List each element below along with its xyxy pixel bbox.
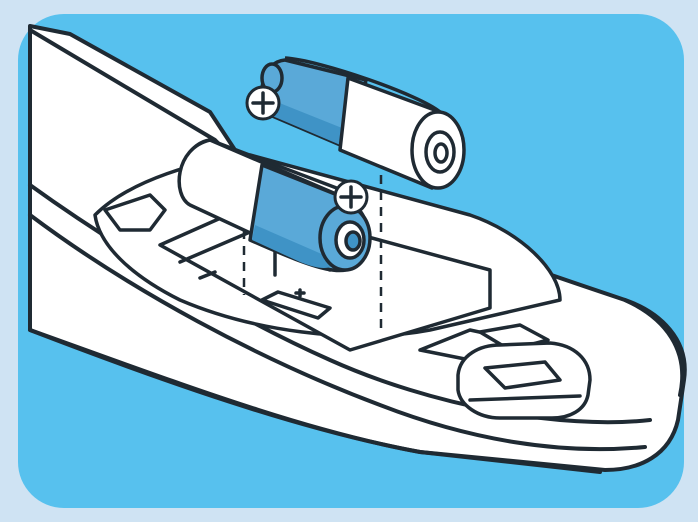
battery-upper-terminal [435,144,447,162]
battery-lower-terminal [346,232,360,250]
battery-latch [458,343,590,418]
plus-sign-icon [335,181,367,213]
plus-sign-icon [247,87,279,119]
